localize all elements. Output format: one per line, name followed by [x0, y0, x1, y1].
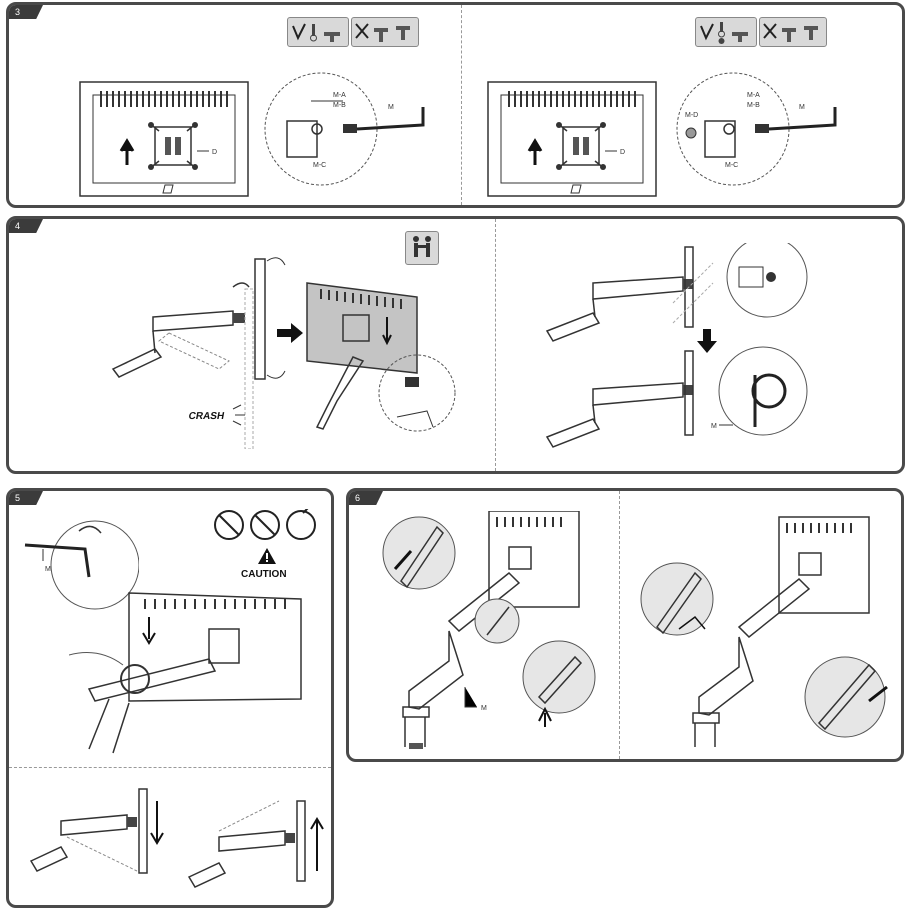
warning-triangle-icon: [258, 548, 276, 564]
panel-divider: [619, 491, 620, 759]
step-number: 4: [9, 219, 43, 233]
prohibited-icon: [214, 510, 244, 540]
checkmark-icon: [292, 23, 340, 42]
cable-routing-detail: [640, 562, 714, 636]
crash-warning: CRASH: [188, 404, 245, 426]
step-number: 6: [349, 491, 383, 505]
arm-clamp-illustration: M: [402, 511, 580, 749]
label-m-d: M-D: [685, 112, 698, 119]
arm-hook-illustration: [545, 243, 808, 342]
arm-tighten-illustration: M: [545, 346, 808, 448]
label-m: M: [481, 705, 487, 712]
step-5-panel: 5 M CAUTION: [6, 488, 334, 908]
label-m-c: M-C: [313, 162, 326, 169]
label-m: M: [45, 566, 51, 573]
monitor-mount-illustration: [306, 282, 456, 432]
step-number: 5: [9, 491, 43, 505]
prohibited-icon: [250, 510, 280, 540]
two-person-lift-icon: [405, 231, 439, 265]
monitor-back-illustration: D: [487, 81, 657, 197]
screw-detail-circle: M-D M-A M-B M M-C: [676, 72, 837, 186]
prohibited-icons: [213, 506, 317, 548]
step-number: 3: [9, 5, 43, 19]
arm-lower-illustration: [29, 788, 164, 874]
allowed-screws-badge: [695, 17, 757, 47]
cable-cover-detail: [522, 640, 596, 727]
tension-adjust-illustration: [69, 592, 302, 754]
monitor-back-illustration: D: [79, 81, 249, 197]
label-m-a: M-A: [747, 92, 760, 99]
crash-text: CRASH: [189, 411, 225, 422]
arm-raise-illustration: [187, 800, 324, 888]
step-4-panel: 4 CRASH: [6, 216, 905, 474]
cross-icon: [355, 23, 410, 42]
forbidden-screws-badge: [351, 17, 419, 47]
label-m-a: M-A: [333, 92, 346, 99]
step-6-panel: 6 M: [346, 488, 904, 762]
allowed-screws-badge: [287, 17, 349, 47]
label-m-b: M-B: [747, 102, 760, 109]
checkmark-icon: [286, 510, 316, 540]
label-d: D: [212, 149, 217, 156]
screw-detail-circle: M-A M-B M M-C: [264, 72, 425, 186]
label-m-c: M-C: [725, 162, 738, 169]
panel-divider: [495, 219, 496, 471]
panel-divider: [9, 767, 331, 768]
panel-divider: [461, 5, 462, 205]
arm-side-illustration: [111, 257, 286, 449]
arrow-icon: [697, 329, 717, 353]
cross-icon: [763, 23, 818, 42]
hex-key-detail: M: [24, 520, 139, 610]
forbidden-screws-badge: [759, 17, 827, 47]
step-3-panel: 3: [6, 2, 905, 208]
label-m: M: [711, 423, 717, 430]
caution-label: CAUTION: [241, 569, 287, 580]
cable-cover-detail: [382, 516, 456, 590]
arm-clamp-finished-illustration: [692, 516, 888, 747]
label-m-b: M-B: [333, 102, 346, 109]
arrow-icon: [277, 323, 303, 343]
label-d: D: [620, 149, 625, 156]
checkmark-icon: [700, 22, 748, 44]
label-m: M: [799, 104, 805, 111]
label-m: M: [388, 104, 394, 111]
